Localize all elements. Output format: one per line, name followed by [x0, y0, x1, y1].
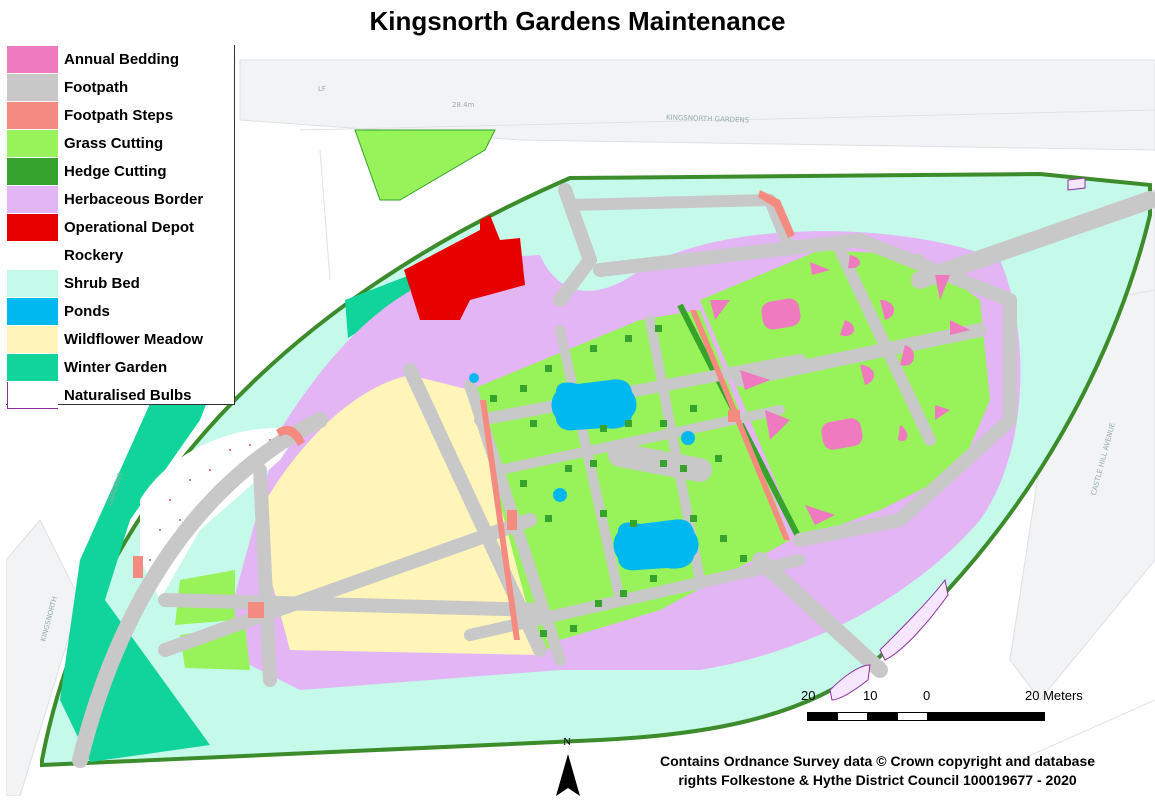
legend-label: Footpath Steps	[64, 107, 174, 124]
north-letter: N	[563, 736, 571, 748]
legend-label: Herbaceous Border	[64, 191, 204, 208]
operational-depot	[404, 215, 525, 320]
scale-label-0: 0	[923, 688, 931, 703]
legend-label: Operational Depot	[64, 219, 195, 236]
legend-label: Shrub Bed	[64, 275, 140, 292]
attribution-line-1: Contains Ordnance Survey data © Crown co…	[659, 753, 1096, 769]
legend-label: Hedge Cutting	[64, 163, 167, 180]
legend-swatch	[7, 158, 58, 185]
legend-swatch	[7, 326, 58, 353]
hedge-blocks	[490, 325, 747, 637]
legend-item: Wildflower Meadow	[6, 326, 234, 354]
legend-item: Ponds	[6, 298, 234, 326]
scale-segment	[898, 713, 927, 720]
legend-swatch	[7, 102, 58, 129]
wildflower-meadow	[255, 375, 540, 655]
legend-item: Herbaceous Border	[6, 186, 234, 214]
legend-item: Winter Garden	[6, 354, 234, 382]
legend-item: Shrub Bed	[6, 270, 234, 298]
winter-garden	[60, 330, 235, 762]
map-title: Kingsnorth Gardens Maintenance	[369, 6, 786, 36]
legend-swatch	[7, 354, 58, 381]
map-canvas[interactable]	[6, 45, 1155, 796]
ponds	[469, 373, 699, 571]
legend-label: Rockery	[64, 247, 124, 264]
legend-label: Annual Bedding	[64, 51, 179, 68]
legend-item: Footpath	[6, 74, 234, 102]
footpaths	[72, 183, 1155, 768]
legend-label: Ponds	[64, 303, 110, 320]
scale-label-20-left: 20	[801, 688, 816, 703]
spot-height-label: 28.4m	[452, 101, 475, 109]
legend-label: Grass Cutting	[64, 135, 164, 152]
legend-swatch	[7, 214, 58, 241]
lf-label: LF	[318, 85, 326, 93]
map-frame[interactable]: KINGSNORTH GARDENS 28.4m LF GARDENS KING…	[6, 45, 1155, 796]
attribution: Contains Ordnance Survey data © Crown co…	[600, 752, 1155, 790]
legend-item: Operational Depot	[6, 214, 234, 242]
legend-swatch	[7, 186, 58, 213]
legend-item: Hedge Cutting	[6, 158, 234, 186]
grass-island	[354, 129, 496, 201]
legend-label: Wildflower Meadow	[64, 331, 204, 348]
north-arrow-icon	[556, 754, 580, 796]
legend-label: Winter Garden	[64, 359, 168, 376]
north-arrow: N	[553, 736, 583, 796]
legend-item: Grass Cutting	[6, 130, 234, 158]
legend-item: Footpath Steps	[6, 102, 234, 130]
legend-swatch	[7, 382, 58, 409]
scale-bar: 20 10 0 20 Meters	[795, 688, 1105, 728]
scale-label-10: 10	[863, 688, 878, 703]
attribution-line-2: rights Folkestone & Hythe District Counc…	[678, 772, 1077, 788]
winter-garden-upper	[345, 275, 410, 338]
legend-swatch	[7, 270, 58, 297]
naturalised-bulbs	[829, 177, 1086, 701]
legend-item: Rockery	[6, 242, 234, 270]
annual-bedding	[710, 255, 970, 525]
scale-segment	[838, 713, 867, 720]
footpath-steps	[133, 190, 795, 640]
legend-swatch	[7, 46, 58, 73]
legend-swatch	[7, 242, 58, 269]
legend-swatch	[7, 298, 58, 325]
formal-garden-grass	[470, 310, 790, 655]
legend-swatch	[7, 74, 58, 101]
scale-label-20-meters: 20 Meters	[1025, 688, 1083, 703]
legend-label: Naturalised Bulbs	[64, 387, 192, 404]
legend-label: Footpath	[64, 79, 129, 96]
legend-item: Annual Bedding	[6, 46, 234, 74]
legend-item: Naturalised Bulbs	[6, 382, 234, 410]
legend-swatch	[7, 130, 58, 157]
scale-bar-graphic	[807, 712, 1045, 721]
